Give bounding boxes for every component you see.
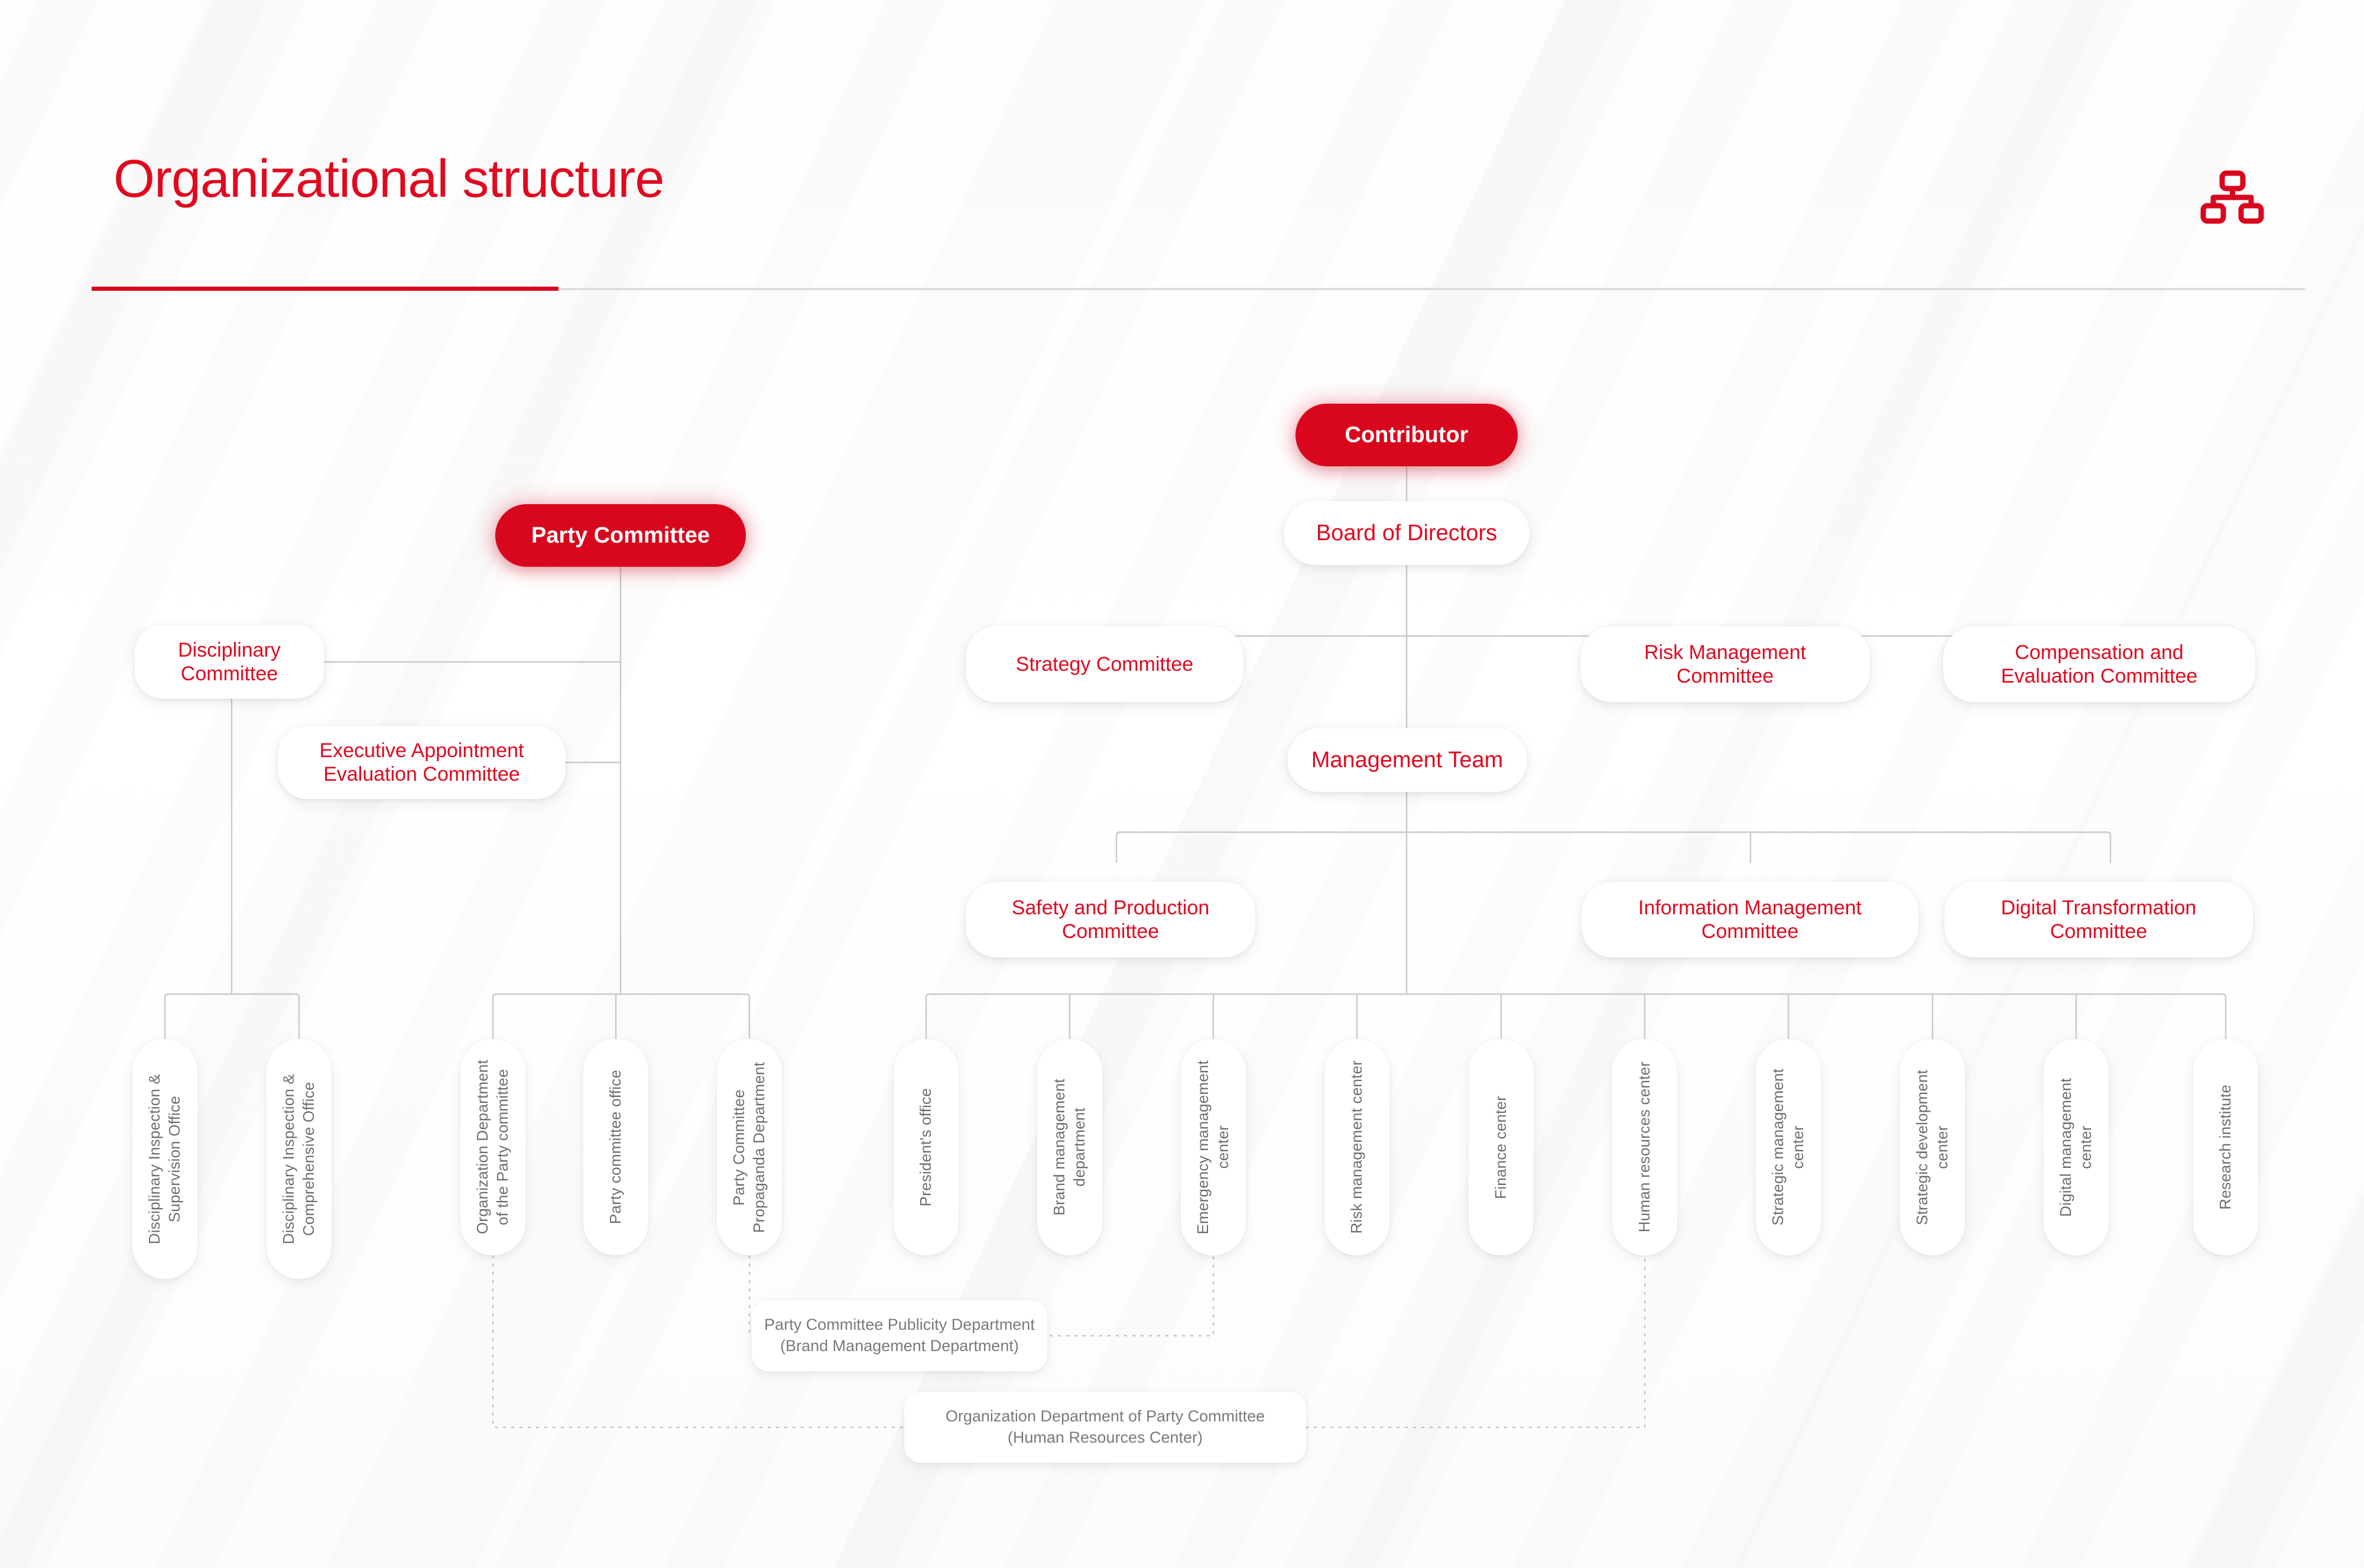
org-chart-icon (2200, 170, 2264, 224)
footnote-party-committee-publicity-department[interactable]: Party Committee Publicity Department (Br… (752, 1300, 1047, 1371)
page-title: Organizational structure (113, 150, 664, 209)
dept-pill-research-institute[interactable]: Research institute (2193, 1039, 2258, 1255)
dept-pill-finance-center[interactable]: Finance center (1469, 1039, 1534, 1255)
dept-pill-strategic-development-center[interactable]: Strategic development center (1900, 1039, 1965, 1255)
dept-pill-risk-management-center[interactable]: Risk management center (1324, 1039, 1389, 1255)
header-divider-grey (92, 288, 2305, 290)
node-contributor[interactable]: Contributor (1295, 404, 1518, 466)
dept-pill-digital-management-center[interactable]: Digital management center (2044, 1039, 2109, 1255)
node-party-committee[interactable]: Party Committee (495, 504, 746, 567)
node-strategy-committee[interactable]: Strategy Committee (966, 626, 1243, 702)
header-divider-accent (92, 287, 558, 291)
node-management-team[interactable]: Management Team (1287, 728, 1527, 792)
node-information-management-committee[interactable]: Information Management Committee (1582, 882, 1918, 957)
dept-pill-presidents-office[interactable]: President's office (894, 1039, 959, 1255)
node-disciplinary-committee[interactable]: Disciplinary Committee (135, 625, 324, 699)
dept-pill-disciplinary-inspection-comprehensive-office[interactable]: Disciplinary Inspection & Comprehensive … (267, 1039, 332, 1279)
dept-pill-party-committee-office[interactable]: Party committee office (583, 1039, 648, 1255)
node-compensation-and-evaluation-committee[interactable]: Compensation and Evaluation Committee (1943, 626, 2255, 702)
node-executive-appointment-evaluation-committee[interactable]: Executive Appointment Evaluation Committ… (278, 726, 566, 799)
node-board-of-directors[interactable]: Board of Directors (1284, 501, 1530, 565)
dept-pill-emergency-management-center[interactable]: Emergency management center (1181, 1039, 1246, 1255)
dept-pill-party-committee-propaganda-department[interactable]: Party Committee Propaganda Department (717, 1039, 782, 1255)
footnote-organization-department-of-party-committee[interactable]: Organization Department of Party Committ… (904, 1392, 1306, 1463)
dept-pill-brand-management-department[interactable]: Brand management department (1037, 1039, 1102, 1255)
dept-pill-organization-department-of-party-committee[interactable]: Organization Department of the Party com… (460, 1039, 525, 1255)
node-digital-transformation-committee[interactable]: Digital Transformation Committee (1944, 882, 2253, 957)
dept-pill-strategic-management-center[interactable]: Strategic management center (1756, 1039, 1821, 1255)
dept-pill-disciplinary-inspection-supervision-office[interactable]: Disciplinary Inspection & Supervision Of… (132, 1039, 197, 1279)
node-safety-and-production-committee[interactable]: Safety and Production Committee (966, 882, 1255, 957)
node-risk-management-committee[interactable]: Risk Management Committee (1580, 626, 1870, 702)
dept-pill-human-resources-center[interactable]: Human resources center (1612, 1039, 1677, 1255)
